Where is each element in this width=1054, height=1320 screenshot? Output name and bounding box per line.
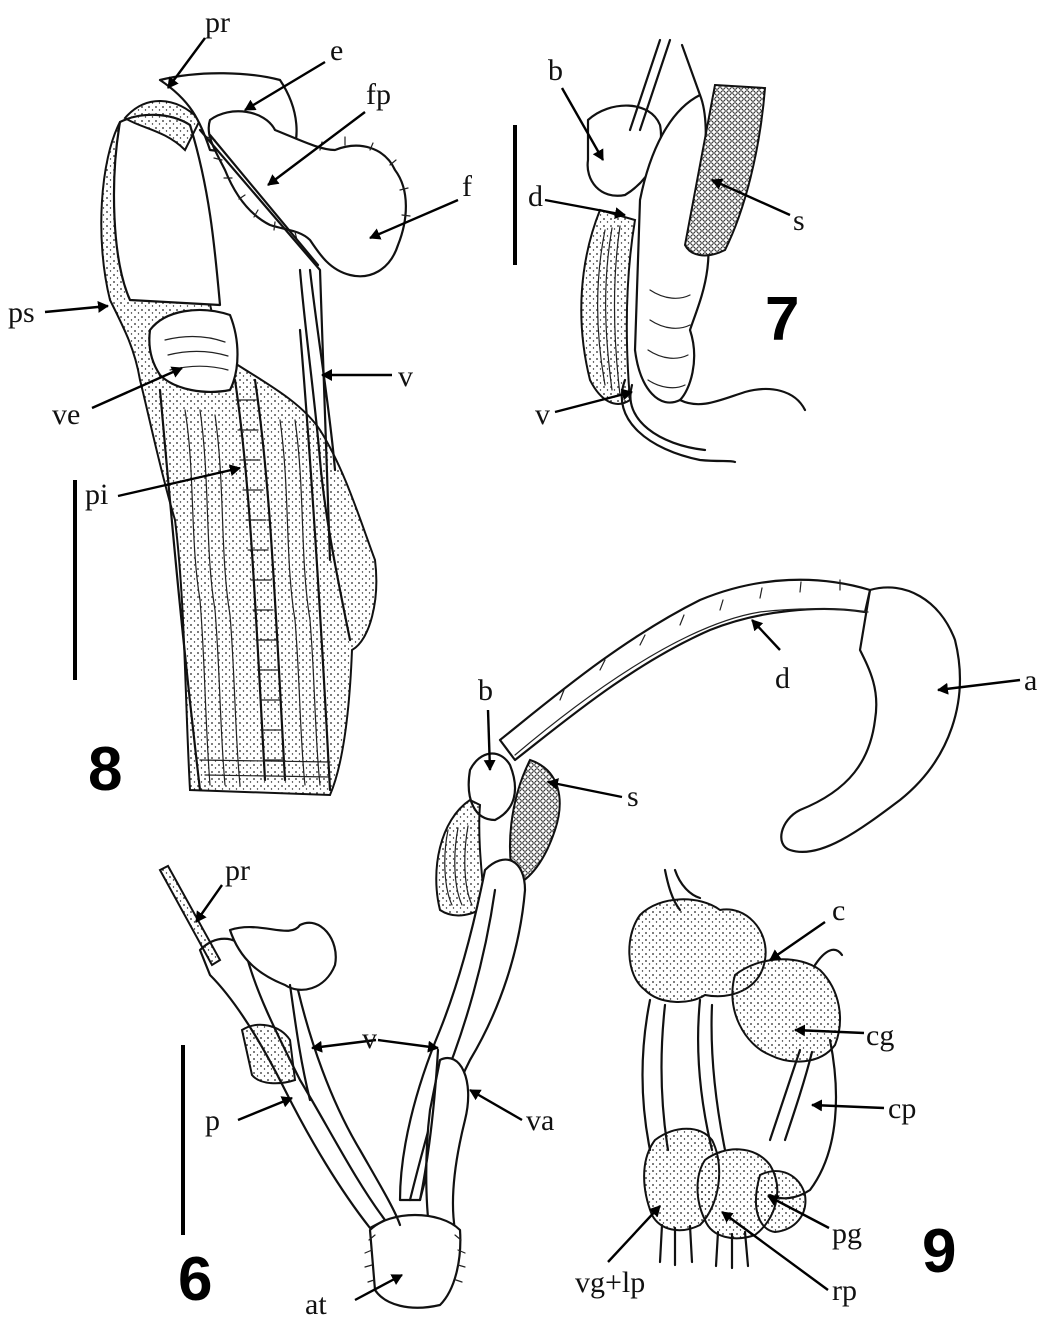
figure-8: pr e fp f ps v ve pi 8 <box>8 6 472 804</box>
figure-7: b d s v 7 <box>515 40 805 462</box>
fig7-number: 7 <box>765 285 799 354</box>
fig6-label-d: d <box>775 662 790 695</box>
fig6-number: 6 <box>178 1245 212 1314</box>
fig6-label-a: a <box>1024 664 1037 697</box>
fig7-label-v: v <box>535 398 550 431</box>
fig8-organ-drawing <box>101 73 410 795</box>
fig8-label-e: e <box>330 34 343 67</box>
fig6-label-va: va <box>526 1104 554 1137</box>
fig8-label-ve: ve <box>52 398 80 431</box>
fig8-label-v: v <box>398 360 413 393</box>
fig8-label-f: f <box>462 170 472 203</box>
fig8-number: 8 <box>88 735 122 804</box>
fig9-number: 9 <box>922 1217 956 1286</box>
fig7-organ-drawing <box>581 40 805 462</box>
fig9-organ-drawing <box>629 870 842 1268</box>
fig8-label-pi: pi <box>85 478 108 511</box>
fig9-label-c: c <box>832 894 845 927</box>
fig8-label-fp: fp <box>366 78 391 111</box>
fig8-label-ps: ps <box>8 296 35 329</box>
fig6-label-b: b <box>478 674 493 707</box>
fig9-label-cg: cg <box>866 1019 894 1052</box>
fig6-label-at: at <box>305 1288 327 1320</box>
fig9-label-pg: pg <box>832 1217 862 1250</box>
fig6-label-pr: pr <box>225 854 250 887</box>
fig8-label-pr: pr <box>205 6 230 39</box>
figure-9: c cg cp pg rp vg+lp 9 <box>575 870 956 1307</box>
fig7-label-s: s <box>793 204 805 237</box>
fig9-label-rp: rp <box>832 1274 857 1307</box>
fig6-label-v: v <box>362 1022 377 1055</box>
fig7-label-b: b <box>548 54 563 87</box>
fig7-label-d: d <box>528 180 543 213</box>
fig9-label-vg-lp: vg+lp <box>575 1266 645 1299</box>
fig6-label-p: p <box>205 1104 220 1137</box>
fig9-label-cp: cp <box>888 1092 916 1125</box>
fig6-label-s: s <box>627 780 639 813</box>
